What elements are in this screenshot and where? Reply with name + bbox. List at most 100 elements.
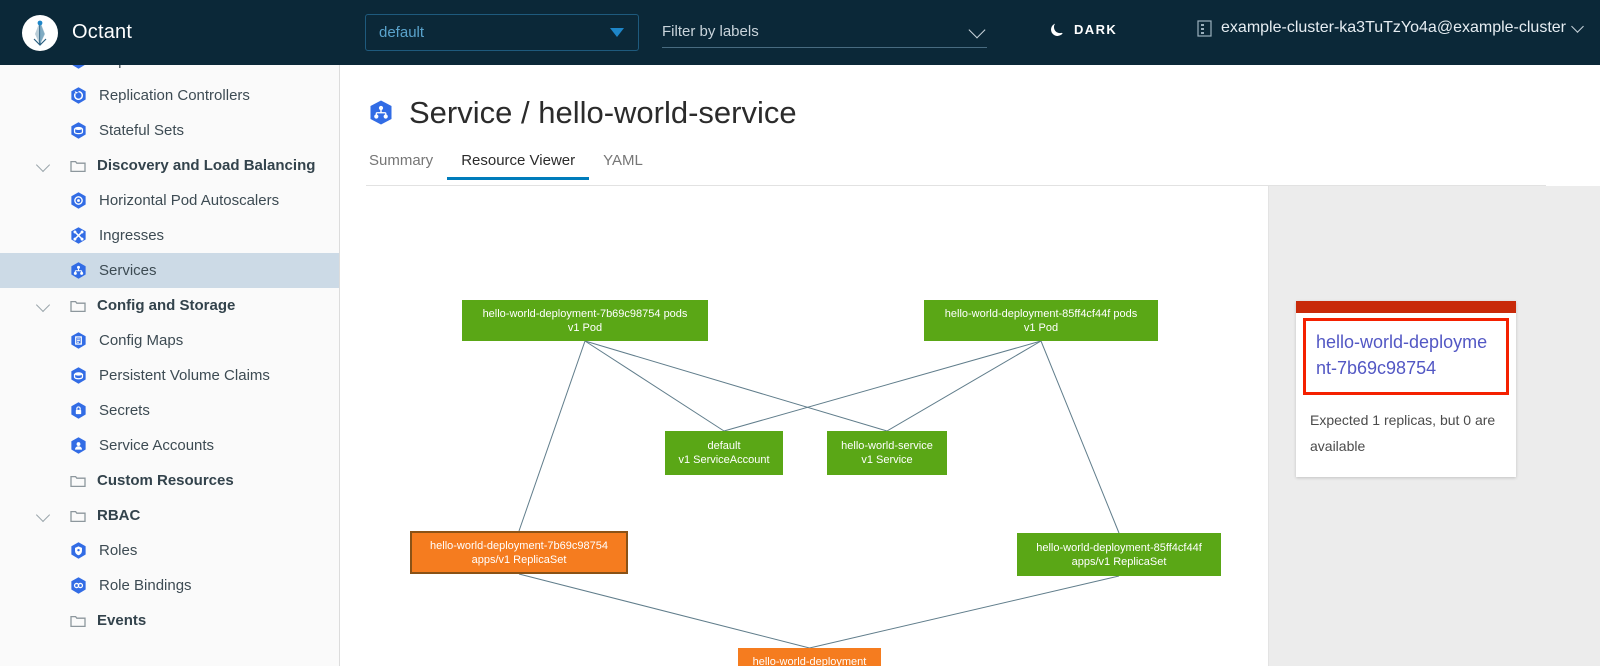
sidebar-item-replication-controllers[interactable]: Replication Controllers bbox=[0, 78, 339, 113]
sidebar-item-rbac[interactable]: RBAC bbox=[0, 498, 339, 533]
sidebar-item-label: Replica Sets bbox=[99, 65, 183, 69]
top-header: Octant default Filter by labels DARK bbox=[0, 0, 1600, 65]
k8s-rolebinding-icon bbox=[69, 576, 88, 595]
chevron-down-icon bbox=[1571, 19, 1584, 33]
alert-link-wrap: hello-world-deployment-7b69c98754 bbox=[1296, 313, 1516, 395]
graph-edge bbox=[809, 575, 1120, 649]
graph-node-name: hello-world-deployment-7b69c98754 pods bbox=[482, 307, 688, 320]
graph-node-kind: v1 ServiceAccount bbox=[678, 454, 770, 466]
sidebar-item-label: Services bbox=[99, 262, 157, 279]
label-filter-placeholder: Filter by labels bbox=[662, 23, 759, 40]
namespace-select[interactable]: default bbox=[365, 14, 639, 51]
alert-resource-link[interactable]: hello-world-deployment-7b69c98754 bbox=[1303, 318, 1509, 395]
sidebar-item-label: Secrets bbox=[99, 402, 150, 419]
graph-node-name: hello-world-service bbox=[841, 440, 933, 452]
graph-edge bbox=[723, 340, 1042, 432]
page-title-text: Service / hello-world-service bbox=[409, 95, 797, 130]
graph-node-name: hello-world-deployment-85ff4cf44f bbox=[1036, 541, 1202, 554]
chevron-down-icon bbox=[610, 28, 624, 37]
dark-mode-label: DARK bbox=[1074, 22, 1118, 37]
sidebar-item-label: Replication Controllers bbox=[99, 87, 250, 104]
graph-edge bbox=[584, 340, 888, 432]
sidebar-item-role-bindings[interactable]: Role Bindings bbox=[0, 568, 339, 603]
dark-mode-toggle[interactable]: DARK bbox=[1050, 22, 1117, 37]
graph-node-name: hello-world-deployment-85ff4cf44f pods bbox=[944, 307, 1138, 320]
sidebar-item-label: Custom Resources bbox=[97, 472, 234, 489]
graph-edges bbox=[518, 340, 1120, 649]
graph-node-kind: apps/v1 ReplicaSet bbox=[471, 553, 567, 566]
graph-edge bbox=[1040, 340, 1120, 534]
graph-edge bbox=[518, 573, 810, 649]
cluster-selector[interactable]: example-cluster-ka3TuTzYo4a@example-clus… bbox=[1197, 19, 1584, 37]
sidebar-item-discovery-and-load-balancing[interactable]: Discovery and Load Balancing bbox=[0, 148, 339, 183]
sidebar-item-services[interactable]: Services bbox=[0, 253, 339, 288]
graph-node-deploy[interactable]: hello-world-deploymentapps/v1 Deployment bbox=[738, 648, 881, 666]
sidebar-item-label: Ingresses bbox=[99, 227, 165, 244]
main-content: Service / hello-world-service Summary Res… bbox=[341, 65, 1600, 666]
sidebar-item-roles[interactable]: Roles bbox=[0, 533, 339, 568]
page-title: Service / hello-world-service bbox=[366, 95, 797, 131]
sidebar-item-service-accounts[interactable]: Service Accounts bbox=[0, 428, 339, 463]
tab-yaml[interactable]: YAML bbox=[603, 152, 643, 169]
graph-node-kind: v1 Pod bbox=[1023, 321, 1059, 334]
moon-icon bbox=[1050, 22, 1065, 37]
k8s-ingress-icon bbox=[69, 226, 88, 245]
k8s-pvc-icon bbox=[69, 366, 88, 385]
tab-resource-viewer[interactable]: Resource Viewer bbox=[447, 152, 590, 180]
sidebar-item-label: Horizontal Pod Autoscalers bbox=[99, 192, 280, 209]
graph-node-name: default bbox=[707, 440, 741, 452]
sidebar-item-stateful-sets[interactable]: Stateful Sets bbox=[0, 113, 339, 148]
sidebar-item-persistent-volume-claims[interactable]: Persistent Volume Claims bbox=[0, 358, 339, 393]
graph-node-kind: apps/v1 ReplicaSet bbox=[1071, 555, 1167, 568]
folder-icon bbox=[69, 297, 86, 314]
sidebar-item-label: RBAC bbox=[97, 507, 141, 524]
sidebar-item-label: Service Accounts bbox=[99, 437, 215, 454]
chevron-down-icon[interactable] bbox=[36, 298, 52, 314]
graph-node-svc-hello[interactable]: hello-world-service v1 Service bbox=[827, 431, 947, 475]
alert-status-bar bbox=[1296, 301, 1516, 313]
tab-summary[interactable]: Summary bbox=[369, 152, 434, 169]
k8s-service-icon bbox=[366, 98, 396, 128]
graph-node-sa-default[interactable]: default v1 ServiceAccount bbox=[665, 431, 783, 475]
k8s-configmap-icon bbox=[69, 331, 88, 350]
graph-edge bbox=[584, 340, 725, 432]
graph-node-kind: v1 Pod bbox=[567, 321, 603, 334]
sidebar-item-replica-sets[interactable]: Replica Sets bbox=[0, 65, 339, 78]
sidebar-item-config-and-storage[interactable]: Config and Storage bbox=[0, 288, 339, 323]
sidebar[interactable]: Replica SetsReplication ControllersState… bbox=[0, 65, 340, 666]
sidebar-item-label: Config Maps bbox=[99, 332, 184, 349]
graph-node-name: hello-world-deployment-7b69c98754 bbox=[430, 539, 608, 552]
label-filter-input[interactable]: Filter by labels bbox=[662, 16, 987, 48]
folder-icon bbox=[69, 472, 86, 489]
twisty-spacer[interactable] bbox=[36, 613, 52, 629]
sidebar-item-config-maps[interactable]: Config Maps bbox=[0, 323, 339, 358]
chevron-down-icon[interactable] bbox=[36, 508, 52, 524]
folder-icon bbox=[69, 612, 86, 629]
graph-edge bbox=[518, 340, 586, 532]
graph-edge bbox=[886, 340, 1042, 432]
brand[interactable]: Octant bbox=[22, 14, 132, 51]
k8s-replicaset-icon bbox=[69, 65, 88, 70]
chevron-down-icon[interactable] bbox=[36, 158, 52, 174]
sidebar-item-label: Persistent Volume Claims bbox=[99, 367, 270, 384]
sidebar-item-secrets[interactable]: Secrets bbox=[0, 393, 339, 428]
sidebar-item-custom-resources[interactable]: Custom Resources bbox=[0, 463, 339, 498]
sidebar-item-horizontal-pod-autoscalers[interactable]: Horizontal Pod Autoscalers bbox=[0, 183, 339, 218]
sidebar-item-events[interactable]: Events bbox=[0, 603, 339, 638]
sidebar-item-label: Stateful Sets bbox=[99, 122, 185, 139]
folder-icon bbox=[69, 157, 86, 174]
graph-node-kind: v1 Service bbox=[861, 454, 913, 466]
k8s-statefulset-icon bbox=[69, 121, 88, 140]
k8s-hpa-icon bbox=[69, 191, 88, 210]
detail-panel: hello-world-deployment-7b69c98754 Expect… bbox=[1268, 186, 1600, 666]
twisty-spacer[interactable] bbox=[36, 473, 52, 489]
sidebar-item-label: Role Bindings bbox=[99, 577, 192, 594]
tab-bar: Summary Resource Viewer YAML bbox=[366, 152, 1546, 186]
sidebar-item-label: Events bbox=[97, 612, 147, 629]
sidebar-item-ingresses[interactable]: Ingresses bbox=[0, 218, 339, 253]
